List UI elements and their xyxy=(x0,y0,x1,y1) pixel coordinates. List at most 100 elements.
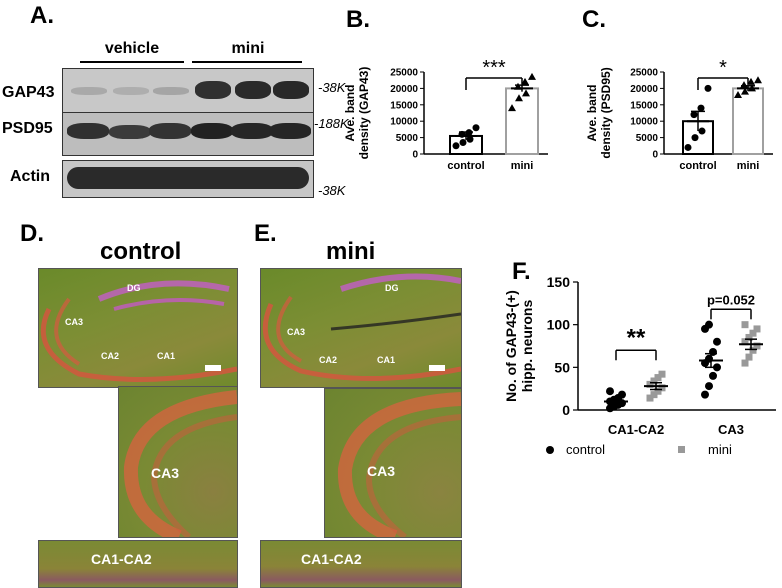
data-point xyxy=(658,370,666,378)
panel-b-letter: B. xyxy=(346,6,370,33)
mw-label-psd95: -188K xyxy=(314,116,349,131)
data-point xyxy=(747,77,755,85)
y-tick-label: 50 xyxy=(554,359,570,375)
y-axis-label: density (PSD95) xyxy=(599,67,613,158)
x-tick-label: control xyxy=(679,160,716,172)
blot-psd95-strip xyxy=(62,112,314,156)
scale-bar xyxy=(205,365,221,371)
data-point xyxy=(650,391,658,399)
x-tick-label: control xyxy=(447,160,484,172)
data-point xyxy=(704,84,712,92)
data-point xyxy=(709,347,717,356)
significance-annotation: ** xyxy=(627,324,646,351)
data-point xyxy=(745,333,753,341)
mini-hippocampus-stain xyxy=(262,273,461,382)
chart-f: No. of GAP43-(+)hipp. neurons050100150CA… xyxy=(503,274,776,457)
x-tick-label: mini xyxy=(511,160,534,172)
band xyxy=(153,87,189,95)
blot-row-label-psd95: PSD95 xyxy=(2,120,53,137)
mini-ca3-inset: CA3 xyxy=(324,388,462,538)
y-tick-label: 5000 xyxy=(396,133,419,144)
band xyxy=(109,125,151,139)
vehicle-group-label: vehicle xyxy=(104,40,160,57)
x-tick-label: CA1-CA2 xyxy=(608,422,664,437)
control-hippocampus-image: DG CA3 CA2 CA1 xyxy=(38,268,238,388)
legend-label-control: control xyxy=(566,442,605,457)
bar xyxy=(505,87,539,155)
inset-label-ca3: CA3 xyxy=(151,465,180,481)
data-point xyxy=(697,104,705,112)
data-point xyxy=(690,111,698,119)
scale-bar xyxy=(429,365,445,371)
y-axis-label: density (GAP43) xyxy=(357,67,371,160)
band xyxy=(273,81,309,99)
data-point xyxy=(654,387,662,395)
y-tick-label: 15000 xyxy=(630,100,658,111)
control-image-title: control xyxy=(100,238,182,265)
data-point xyxy=(701,390,709,399)
data-point xyxy=(515,94,523,102)
data-point xyxy=(705,354,713,363)
blot-row-label-actin: Actin xyxy=(10,168,50,185)
data-point xyxy=(749,329,757,337)
data-point xyxy=(740,81,748,89)
y-tick-label: 25000 xyxy=(390,68,418,79)
data-point xyxy=(646,380,654,388)
significance-marker: *** xyxy=(482,57,506,79)
band xyxy=(149,123,191,139)
data-point xyxy=(472,124,480,132)
panel-a-letter: A. xyxy=(30,2,54,29)
data-point xyxy=(749,346,757,354)
y-axis-label: Ave. band xyxy=(585,85,599,142)
vehicle-group-line xyxy=(80,61,184,63)
data-point xyxy=(466,135,474,143)
data-point xyxy=(753,342,761,350)
significance-marker: * xyxy=(719,57,727,79)
data-point xyxy=(705,320,713,329)
data-point xyxy=(528,72,536,80)
data-point xyxy=(606,387,614,396)
band xyxy=(191,123,233,139)
y-tick-label: 20000 xyxy=(390,84,418,95)
bar xyxy=(732,87,764,155)
y-tick-label: 100 xyxy=(547,317,571,333)
band xyxy=(113,87,149,95)
data-point xyxy=(734,90,742,98)
legend-marker-mini xyxy=(678,446,685,453)
data-point xyxy=(650,377,658,385)
x-tick-label: mini xyxy=(737,160,760,172)
data-point xyxy=(745,353,753,361)
data-point xyxy=(709,371,717,380)
data-point xyxy=(753,325,761,333)
panel-e-letter: E. xyxy=(254,220,277,247)
panel-d-letter: D. xyxy=(20,220,44,247)
data-point xyxy=(658,384,666,392)
data-point xyxy=(508,104,516,112)
inset-label-ca3: CA3 xyxy=(367,463,396,479)
data-point xyxy=(705,382,713,391)
region-label-ca3: CA3 xyxy=(287,327,306,337)
data-point xyxy=(741,338,749,346)
region-label-dg: DG xyxy=(127,283,141,293)
mini-ca3-stain xyxy=(337,392,461,537)
band xyxy=(71,87,107,95)
y-tick-label: 10000 xyxy=(390,117,418,128)
region-label-ca2: CA2 xyxy=(101,351,120,361)
x-tick-label: CA3 xyxy=(718,422,744,437)
blot-actin-strip xyxy=(62,160,314,198)
data-point xyxy=(458,130,466,138)
data-point xyxy=(754,76,762,84)
y-tick-label: 20000 xyxy=(630,84,658,95)
control-ca1-ca2-inset: CA1-CA2 xyxy=(38,540,238,588)
data-point xyxy=(514,82,522,90)
band xyxy=(195,81,231,99)
control-hippocampus-stain xyxy=(40,280,237,382)
data-point xyxy=(521,77,529,85)
data-point xyxy=(741,359,749,367)
band xyxy=(235,81,271,99)
y-tick-label: 5000 xyxy=(636,133,659,144)
y-axis-label: No. of GAP43-(+) xyxy=(503,290,519,402)
data-point xyxy=(713,337,721,346)
